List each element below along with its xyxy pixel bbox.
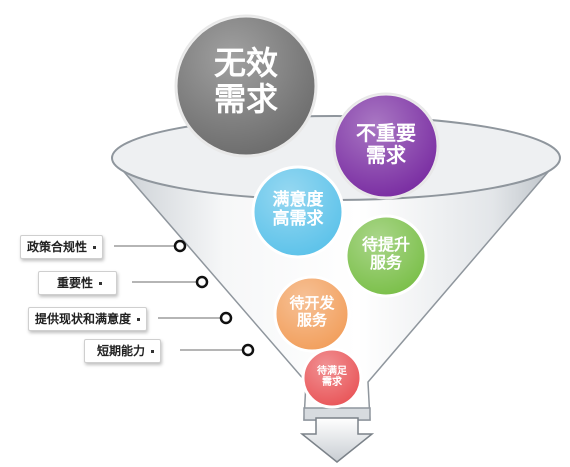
bubble-satisfy-line2: 需求 [322,377,342,389]
bubble-invalid-text: 无效 需求 [186,44,306,118]
marker-ring [173,239,187,253]
bubble-unimportant-line2: 需求 [366,143,406,168]
bullet-icon [93,246,97,249]
label-compliance: 政策合规性 [20,235,104,259]
marker-ring [219,311,233,325]
bullet-icon [99,282,103,285]
bubble-improve-line1: 待提升 [361,235,410,254]
down-arrow-icon [299,417,375,463]
bubble-invalid-line1: 无效 [213,44,278,82]
bubble-invalid-line2: 需求 [213,79,278,118]
bubble-satisfy-text: 待满足 需求 [306,366,358,388]
bubble-improve-text: 待提升 服务 [346,236,426,272]
bubble-unimportant-line1: 不重要 [356,121,416,145]
bullet-icon [137,318,141,321]
bubble-develop-line2: 服务 [296,310,327,329]
label-compliance-text: 政策合规性 [27,240,88,254]
label-short-term: 短期能力 [84,339,162,363]
bubble-develop-text: 待开发 服务 [275,295,349,329]
bullet-icon [151,350,155,353]
marker-ring [241,343,255,357]
bubble-satisfy-line1: 待满足 [317,366,347,377]
label-importance: 重要性 [38,271,118,295]
funnel-spout [303,407,371,421]
marker-ring [195,275,209,289]
bubble-satisfaction-line2: 高需求 [272,209,324,230]
bubble-develop-line1: 待开发 [289,294,335,312]
bubble-satisfaction-text: 满意度 高需求 [253,190,343,230]
bubble-improve-line2: 服务 [369,252,402,272]
bubble-unimportant-text: 不重要 需求 [336,122,436,167]
bubble-satisfaction-line1: 满意度 [272,190,324,210]
label-importance-text: 重要性 [57,276,94,290]
label-status-satisfaction: 提供现状和满意度 [28,307,148,331]
label-short-term-text: 短期能力 [97,344,146,358]
label-status-satisfaction-text: 提供现状和满意度 [35,312,132,326]
